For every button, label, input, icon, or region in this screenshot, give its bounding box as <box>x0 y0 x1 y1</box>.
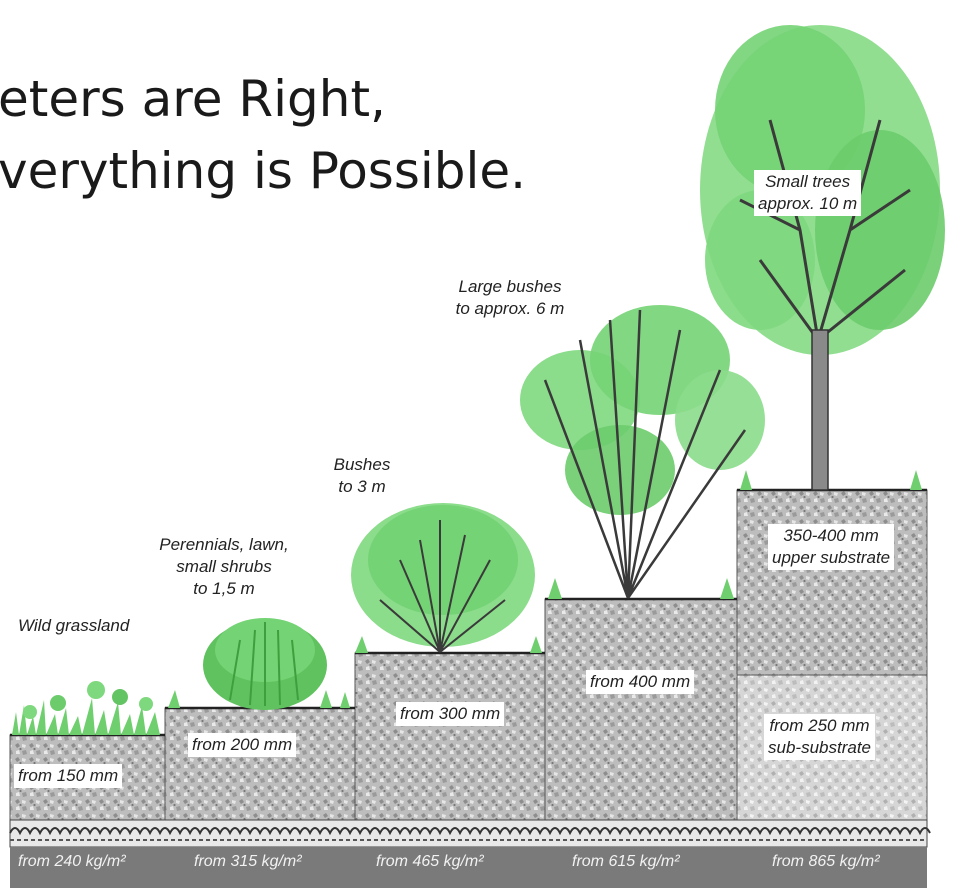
wild-grassland-plants <box>12 681 160 735</box>
sub-substrate-label-line-1: from 250 mm <box>769 716 870 735</box>
small-trees-label-line-1: Small trees <box>765 172 851 191</box>
soil-block-2 <box>164 707 356 821</box>
perennials-label-line-3: to 1,5 m <box>193 579 255 598</box>
drainage-layer <box>9 819 928 848</box>
sub-substrate-label: from 250 mm sub-substrate <box>764 714 875 760</box>
soil-block-3 <box>354 652 546 821</box>
upper-substrate-label: 350-400 mm upper substrate <box>768 524 895 570</box>
sub-substrate-label-line-2: sub-substrate <box>768 738 871 757</box>
small-trees-label: Small trees approx. 10 m <box>754 170 862 216</box>
drainage-cups <box>9 827 931 836</box>
bushes-label-line-1: Bushes <box>333 455 391 474</box>
wild-grassland-label: Wild grassland <box>18 616 130 635</box>
bushes-label-line-2: to 3 m <box>338 477 386 496</box>
soil-block-5-upper <box>736 489 928 676</box>
weight-label-5: from 865 kg/m² <box>772 853 880 870</box>
perennials-label-line-2: small shrubs <box>176 557 272 576</box>
weight-label-4: from 615 kg/m² <box>572 853 680 870</box>
headline-line-2: verything is Possible. <box>0 142 527 200</box>
weight-label-2: from 315 kg/m² <box>194 853 302 870</box>
large-bushes-label-line-2: to approx. 6 m <box>455 299 565 318</box>
bush <box>351 503 542 653</box>
depth-label-4: from 400 mm <box>586 670 695 694</box>
perennials-label: Perennials, lawn, small shrubs to 1,5 m <box>140 534 308 600</box>
upper-substrate-label-line-1: 350-400 mm <box>783 526 879 545</box>
depth-label-1: from 150 mm <box>14 764 123 788</box>
base-band <box>10 847 927 888</box>
large-bush <box>520 305 765 599</box>
depth-label-3: from 300 mm <box>396 702 505 726</box>
soil-block-4 <box>544 598 738 821</box>
large-bushes-label: Large bushes to approx. 6 m <box>440 276 580 320</box>
perennial-shrub <box>168 618 350 710</box>
bushes-label: Bushes to 3 m <box>322 454 402 498</box>
weight-label-1: from 240 kg/m² <box>18 853 126 870</box>
headline-line-1: eters are Right, <box>0 70 386 128</box>
upper-substrate-label-line-2: upper substrate <box>772 548 891 567</box>
small-trees-label-line-2: approx. 10 m <box>758 194 858 213</box>
large-bushes-label-line-1: Large bushes <box>458 277 562 296</box>
perennials-label-line-1: Perennials, lawn, <box>159 535 289 554</box>
weight-label-3: from 465 kg/m² <box>376 853 484 870</box>
depth-label-2: from 200 mm <box>188 733 297 757</box>
